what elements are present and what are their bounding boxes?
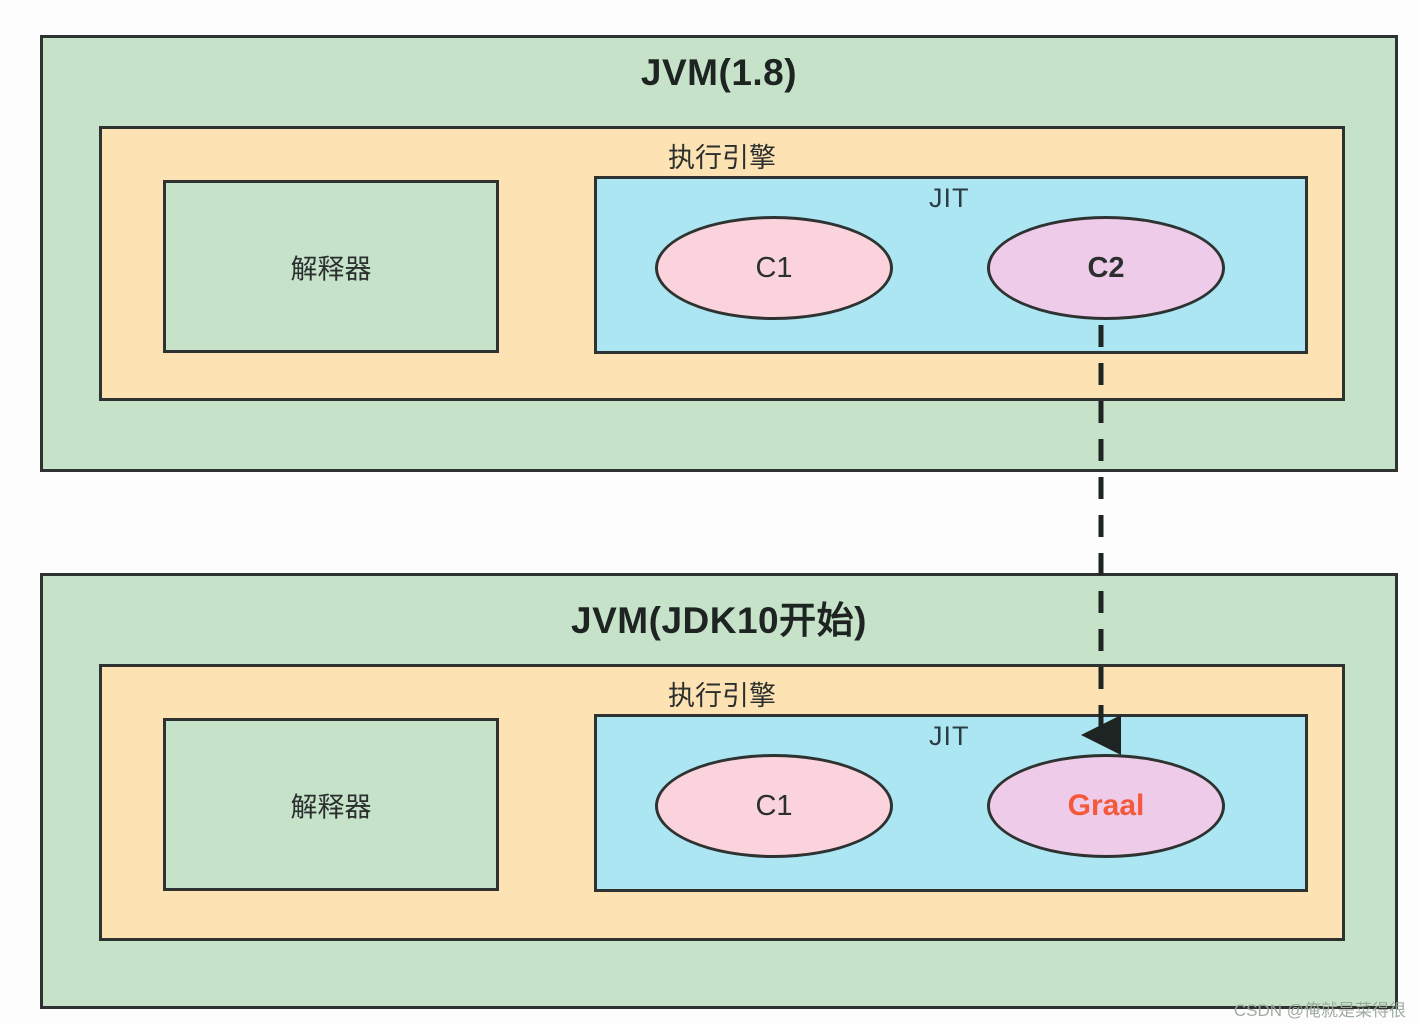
jvm-18-execution-engine-label: 执行引擎 — [668, 143, 776, 173]
jvm-jdk10-compiler-graal-label: Graal — [1067, 789, 1145, 822]
jvm-18-interpreter-label: 解释器 — [290, 254, 372, 284]
jvm-18-jit-box: JIT C1 C2 — [594, 176, 1308, 354]
jvm-18-compiler-c1-label: C1 — [755, 251, 793, 284]
jvm-jdk10-outer-box: JVM(JDK10开始) 执行引擎 解释器 JIT C1 Graal — [40, 573, 1398, 1009]
jvm-jdk10-interpreter-box: 解释器 — [163, 718, 499, 891]
jvm-jdk10-compiler-c1: C1 — [655, 754, 893, 858]
jvm-18-compiler-c2: C2 — [987, 216, 1225, 320]
jvm-18-outer-box: JVM(1.8) 执行引擎 解释器 JIT C1 C2 — [40, 35, 1398, 472]
jvm-jdk10-compiler-c1-label: C1 — [755, 789, 793, 822]
jvm-jdk10-jit-label: JIT — [929, 721, 970, 751]
jvm-18-execution-engine-box: 执行引擎 解释器 JIT C1 C2 — [99, 126, 1345, 401]
jvm-18-interpreter-box: 解释器 — [163, 180, 499, 353]
jvm-18-title: JVM(1.8) — [640, 52, 798, 93]
jvm-18-compiler-c2-label: C2 — [1087, 251, 1125, 284]
jvm-jdk10-execution-engine-box: 执行引擎 解释器 JIT C1 Graal — [99, 664, 1345, 941]
jvm-jdk10-compiler-graal: Graal — [987, 754, 1225, 858]
jvm-18-compiler-c1: C1 — [655, 216, 893, 320]
jvm-18-jit-label: JIT — [929, 183, 970, 213]
jvm-jdk10-interpreter-label: 解释器 — [290, 792, 372, 822]
jvm-jdk10-execution-engine-label: 执行引擎 — [668, 681, 776, 711]
jvm-jdk10-title: JVM(JDK10开始) — [571, 600, 867, 641]
jvm-jdk10-jit-box: JIT C1 Graal — [594, 714, 1308, 892]
csdn-watermark: CSDN @俺就是菜得很 — [1233, 1001, 1406, 1020]
